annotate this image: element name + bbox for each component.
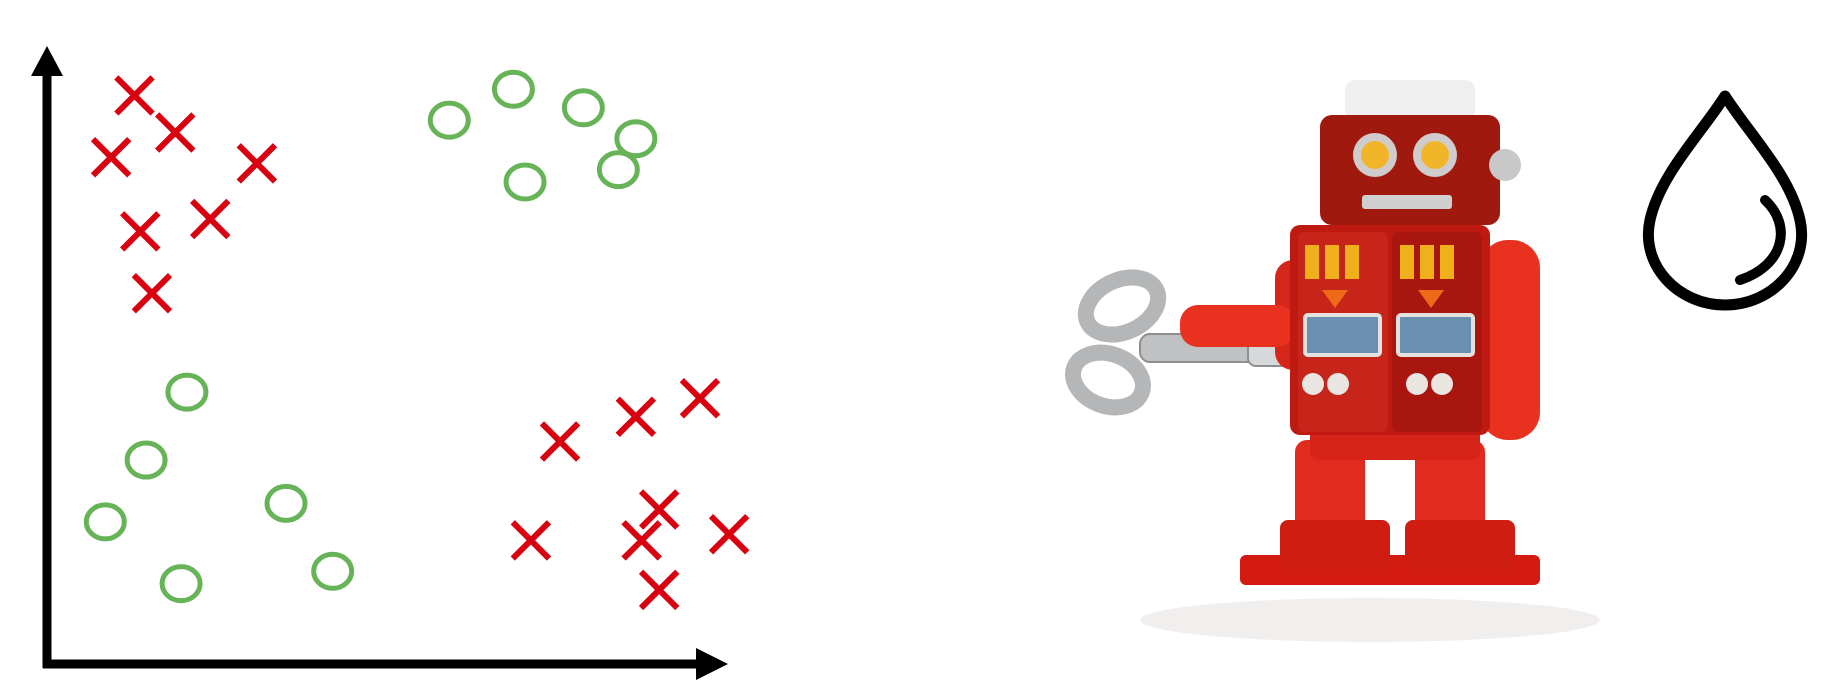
- circle-mark: [124, 440, 168, 480]
- circle-mark: [427, 100, 471, 140]
- robot-shadow: [1140, 598, 1600, 642]
- cross-mark: [155, 112, 196, 153]
- cross-mark: [615, 396, 657, 438]
- cross-mark: [189, 198, 231, 240]
- cross-mark: [120, 211, 161, 252]
- circle-mark: [311, 551, 355, 591]
- circle-mark: [159, 564, 203, 604]
- cross-mark: [638, 489, 680, 530]
- scatter-plot: [31, 46, 750, 680]
- circle-mark: [596, 150, 640, 190]
- cross-mark: [621, 520, 662, 561]
- circle-mark: [503, 162, 547, 202]
- wind-up-robot-image: [1065, 80, 1600, 642]
- cross-mark: [539, 421, 581, 462]
- cross-mark: [131, 272, 173, 314]
- cross-mark: [708, 513, 750, 555]
- robot-right-arm: [1480, 240, 1540, 440]
- cross-mark: [679, 378, 721, 419]
- y-axis-arrowhead: [31, 46, 63, 76]
- robot-head-top: [1345, 80, 1475, 120]
- cross-mark: [114, 75, 155, 116]
- circle-mark: [491, 69, 535, 109]
- water-drop-icon: [1643, 90, 1807, 311]
- axes: [31, 46, 728, 680]
- circle-mark: [264, 483, 308, 523]
- circle-mark: [561, 88, 605, 128]
- cross-mark: [510, 520, 552, 561]
- circle-mark: [83, 502, 127, 542]
- circle-mark: [165, 372, 209, 412]
- cross-mark: [638, 569, 680, 611]
- x-axis-arrowhead: [696, 648, 728, 680]
- circle-mark: [614, 119, 658, 159]
- marks: [83, 69, 750, 611]
- cross-mark: [90, 136, 132, 178]
- cross-mark: [236, 143, 278, 184]
